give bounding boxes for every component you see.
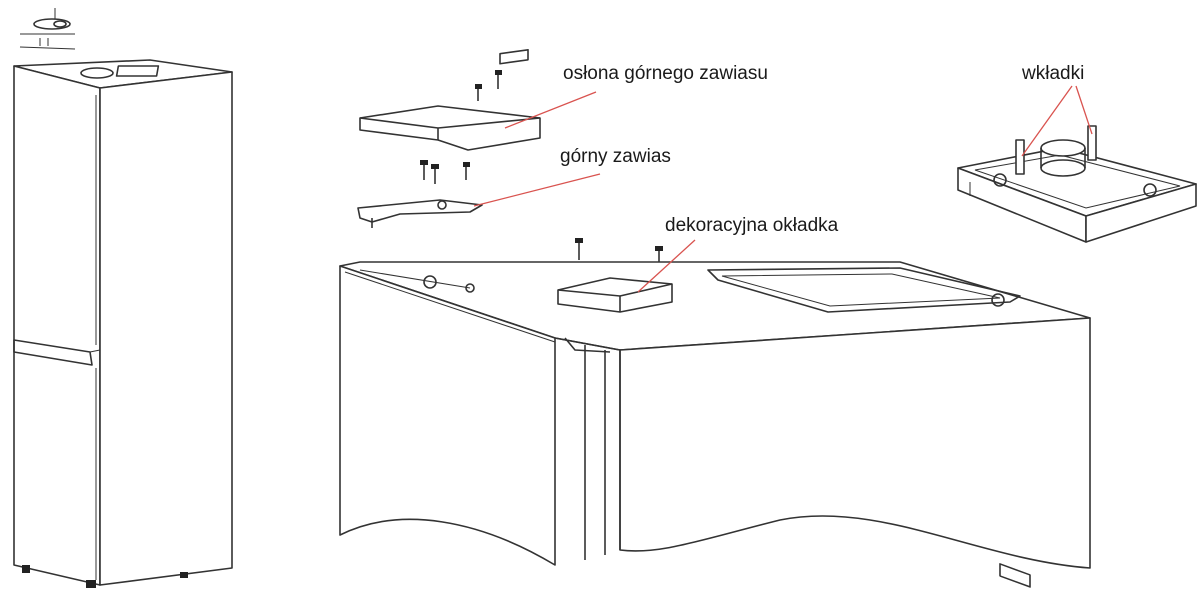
label-top-hinge-cover: osłona górnego zawiasu xyxy=(563,63,768,84)
label-top-hinge: górny zawias xyxy=(560,146,671,167)
leader-decorative-cover xyxy=(637,239,696,293)
inserts-tray-part xyxy=(957,125,1197,588)
leader-insert-2 xyxy=(1075,85,1093,135)
refrigerator-overview xyxy=(13,8,233,588)
top-hinge-part xyxy=(357,160,483,228)
leader-lines xyxy=(473,85,1093,293)
leader-insert-1 xyxy=(1021,85,1073,157)
label-decorative-cover: dekoracyjna okładka xyxy=(665,215,839,236)
leader-top-hinge xyxy=(473,173,601,207)
fridge-top-closeup xyxy=(339,238,1091,569)
overview-hinge-parts xyxy=(19,8,76,50)
top-hinge-cover-part xyxy=(359,48,541,151)
cover-screws xyxy=(475,70,502,101)
label-inserts: wkładki xyxy=(1022,63,1085,84)
leader-top-hinge-cover xyxy=(504,91,597,129)
hinge-screws xyxy=(420,160,470,184)
